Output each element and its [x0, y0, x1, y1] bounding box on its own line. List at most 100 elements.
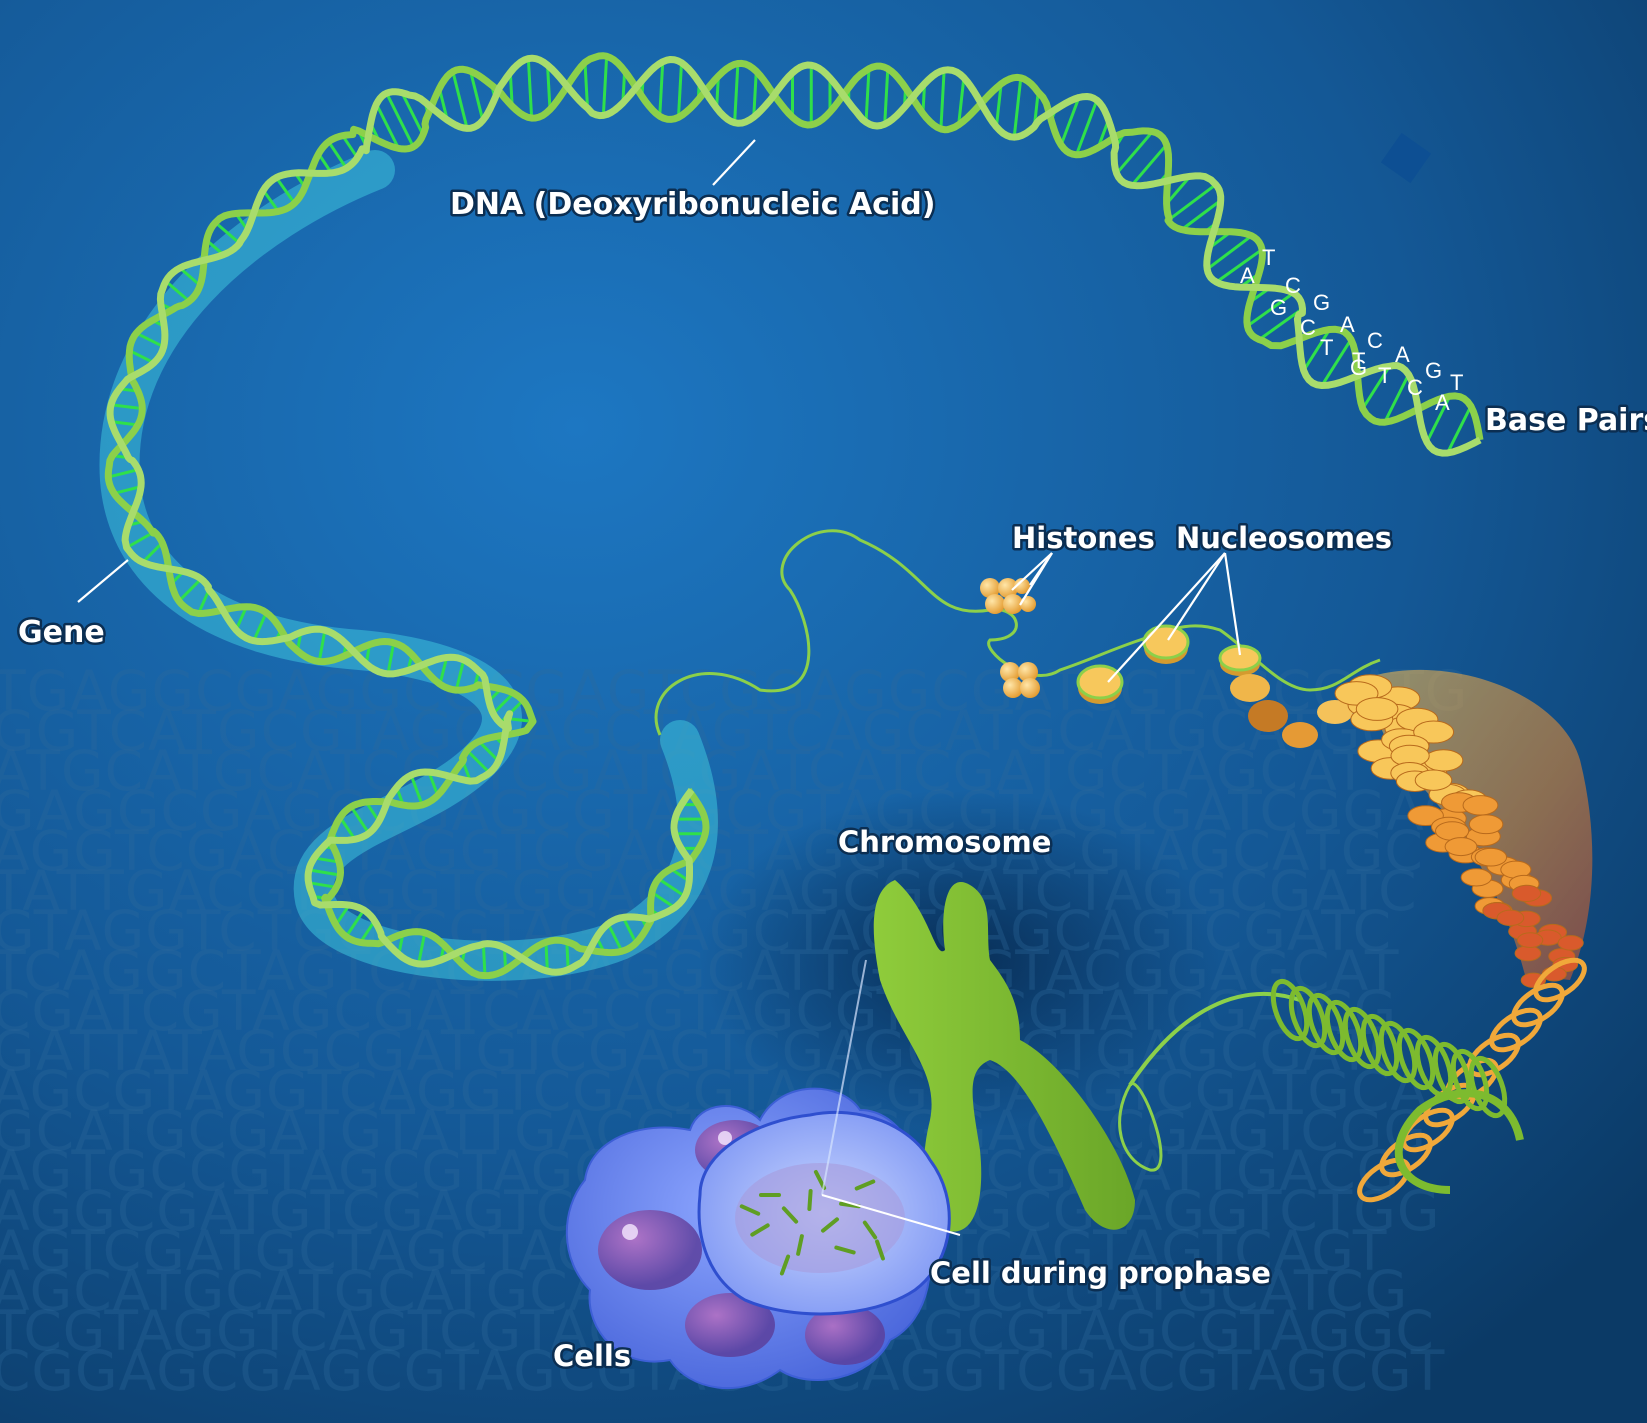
sequence-row: GAGGCGAGGCGAGCGTAGCGTAGCGTAGCGATCGGAG: [0, 779, 1467, 843]
base-letter: G: [1313, 290, 1330, 315]
base-pair-rung: [178, 266, 202, 287]
fiber-disc: [1516, 932, 1544, 948]
sequence-row: GATTATAGGCGATGTCGAGTCGAGGTCGTGAGCGATC: [0, 1019, 1408, 1083]
base-pair-rung: [252, 612, 268, 642]
prophase-chromosome: [750, 1223, 770, 1237]
base-pair-rung: [1115, 130, 1154, 175]
coil-loop: [1533, 957, 1587, 1003]
cells-label: Cells: [553, 1339, 631, 1373]
gene-band: [99, 150, 718, 981]
dna-strand-a: [104, 52, 1484, 980]
prophase-chromosome: [739, 1204, 761, 1216]
coil-loop: [1288, 985, 1328, 1049]
prophase-chromosome: [862, 1220, 878, 1240]
base-pair-rung: [349, 805, 371, 835]
base-pair-rung: [111, 420, 139, 427]
base-pair-rung: [1167, 183, 1217, 222]
base-letter: G: [1425, 358, 1442, 383]
base-pair-rung: [386, 642, 396, 675]
base-pair-rung: [565, 941, 570, 970]
base-pair-rung: [454, 659, 466, 691]
base-pair-rung: [1446, 405, 1473, 454]
dna-leader-line: [712, 139, 756, 186]
coil-loop: [1360, 1013, 1400, 1077]
prophase-chromosome: [875, 1239, 885, 1261]
base-pair-rung: [658, 61, 665, 117]
coil-loop: [1357, 1157, 1411, 1203]
fiber-disc: [1496, 909, 1525, 927]
base-pair-rung: [344, 909, 366, 938]
base-pair-rung: [621, 916, 638, 944]
base-pair-rung: [1059, 96, 1081, 146]
fiber-disc: [1514, 945, 1542, 962]
base-letter: T: [1352, 348, 1365, 373]
base-pair-rung: [477, 740, 500, 763]
base-letter: C: [1300, 315, 1316, 340]
base-letter: T: [1378, 363, 1391, 388]
base-pair-rung: [1130, 143, 1168, 187]
fiber-disc: [1414, 769, 1453, 791]
coil-loop: [1378, 1020, 1418, 1084]
fiber-disc: [1557, 935, 1584, 951]
fiber-disc: [1468, 814, 1504, 835]
base-pair-rung: [164, 280, 191, 303]
chromatin-strand: [654, 529, 1381, 736]
base-pair-rung: [1165, 175, 1192, 205]
base-pair-rung: [583, 62, 590, 109]
base-pair-rung: [1246, 291, 1295, 328]
fiber-disc: [1407, 805, 1444, 827]
cell-during-prophase-icon: [697, 1110, 951, 1316]
base-pair-rung: [466, 749, 491, 774]
base-letter: C: [1407, 375, 1423, 400]
base-pair-rung: [375, 103, 400, 150]
base-pair-rung: [438, 657, 449, 685]
base-pair-rung: [864, 68, 871, 123]
base-pair-rung: [313, 856, 340, 864]
base-pair-rung: [135, 331, 165, 349]
gene-leader-line: [77, 559, 129, 603]
base-letter: G: [1270, 295, 1287, 320]
base-pair-rung: [1012, 77, 1023, 138]
sequence-row: CGATCGTAGCGATCAGCGTAGCGTAGCGTATCGATCG: [0, 979, 1397, 1043]
base-pair-rung: [409, 774, 424, 806]
base-pair-rung: [469, 70, 485, 121]
base-pair-rung: [492, 692, 515, 715]
chromosome-label: Chromosome: [838, 825, 1051, 859]
nucleosome-disc: [1076, 664, 1124, 704]
coil-loop: [1401, 1107, 1455, 1153]
chromatin-fiber: [1334, 669, 1593, 988]
base-pair-rung: [125, 531, 155, 549]
base-pair-rung: [1302, 328, 1331, 372]
base-pair-rung: [676, 62, 684, 118]
prophase-chromosome: [834, 1245, 856, 1255]
base-pair-rung: [359, 920, 376, 944]
coil-loop: [1270, 978, 1310, 1042]
base-pair-rung: [546, 64, 552, 110]
coil-loop: [1324, 999, 1364, 1063]
base-pair-rung: [1180, 199, 1222, 231]
coil-loop: [1342, 1006, 1382, 1070]
base-letter: A: [1395, 342, 1410, 367]
prophase-chromosome: [807, 1189, 813, 1211]
histone-cluster-2: [1000, 662, 1040, 698]
base-pair-rung: [1383, 373, 1410, 423]
nucleosomes-leader-lines: [1107, 552, 1242, 683]
base-pair-rung: [1320, 338, 1353, 387]
base-pair-rung: [1258, 307, 1304, 341]
dna-label: DNA (Deoxyribonucleic Acid): [450, 187, 935, 222]
decorative-square: [1380, 132, 1432, 184]
base-pair-rung: [1361, 365, 1391, 410]
base-pair-rung: [544, 942, 549, 972]
fiber-disc: [1355, 697, 1399, 721]
nucleosome-disc: [1142, 624, 1190, 664]
prophase-chromosome: [821, 1217, 839, 1233]
base-pair-rung: [1215, 248, 1263, 284]
base-pair-rung: [385, 92, 415, 148]
base-pair-rung: [651, 891, 676, 909]
base-pair-rung: [481, 943, 487, 976]
base-pair-rung: [107, 468, 139, 479]
base-letter: C: [1367, 328, 1383, 353]
base-pairs-label: Base Pairs: [1485, 403, 1647, 438]
base-pair-rung: [275, 176, 296, 205]
